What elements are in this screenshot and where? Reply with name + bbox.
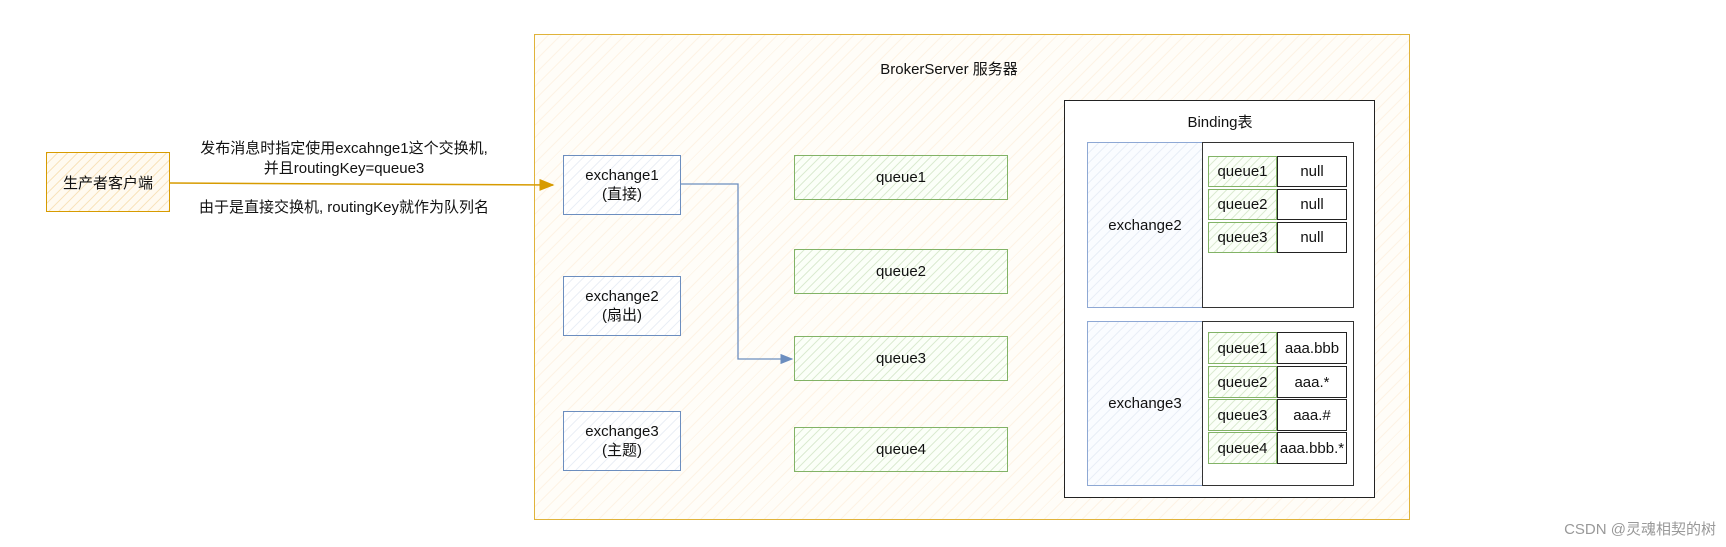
- exchange1-type: (直接): [602, 186, 642, 203]
- binding-cell-text: null: [1300, 196, 1324, 213]
- producer-label: 生产者客户端: [62, 174, 153, 192]
- annotation-line-2: 并且routingKey=queue3: [263, 159, 425, 177]
- binding-exchange3-row1-key: aaa.bbb: [1277, 332, 1347, 364]
- binding-cell-text: queue2: [1217, 196, 1268, 213]
- binding-exchange3-row3-queue: queue3: [1208, 399, 1277, 431]
- binding-cell-text: aaa.#: [1293, 406, 1331, 424]
- queue2-label: queue2: [875, 263, 927, 280]
- binding-cell-text: queue3: [1217, 406, 1268, 424]
- binding-table-title: Binding表: [1187, 113, 1253, 131]
- binding-exchange2-row1-key: null: [1277, 156, 1347, 187]
- annotation-line-3: 由于是直接交换机, routingKey就作为队列名: [198, 198, 490, 216]
- queue3-box: queue3: [794, 336, 1008, 381]
- producer-client-box: 生产者客户端: [46, 152, 170, 212]
- binding-cell-text: aaa.bbb.*: [1279, 439, 1345, 457]
- queue4-label: queue4: [875, 441, 927, 458]
- producer-to-exchange1-arrow: [169, 178, 555, 191]
- exchange1-box: exchange1 (直接): [563, 155, 681, 215]
- binding-exchange3-row3-key: aaa.#: [1277, 399, 1347, 431]
- binding-group-exchange3-name: exchange3: [1108, 395, 1182, 412]
- exchange3-type: (主题): [602, 442, 642, 459]
- binding-cell-text: queue1: [1217, 163, 1268, 180]
- binding-exchange2-row3-queue: queue3: [1208, 222, 1277, 253]
- exchange2-box: exchange2 (扇出): [563, 276, 681, 336]
- exchange1-to-queue3-arrow: [680, 183, 794, 365]
- binding-exchange3-row4-queue: queue4: [1208, 432, 1277, 464]
- binding-cell-text: null: [1300, 229, 1324, 246]
- exchange1-name: exchange1: [585, 167, 659, 184]
- binding-cell-text: aaa.*: [1294, 373, 1330, 391]
- binding-cell-text: queue3: [1217, 229, 1268, 246]
- binding-cell-text: null: [1300, 163, 1324, 180]
- exchange3-box: exchange3 (主题): [563, 411, 681, 471]
- queue2-box: queue2: [794, 249, 1008, 294]
- exchange3-name: exchange3: [585, 423, 659, 440]
- binding-exchange2-row3-key: null: [1277, 222, 1347, 253]
- server-title: BrokerServer 服务器: [880, 60, 1018, 78]
- queue3-label: queue3: [875, 350, 927, 367]
- exchange2-name: exchange2: [585, 288, 659, 305]
- queue1-label: queue1: [875, 169, 927, 186]
- binding-cell-text: queue1: [1217, 339, 1268, 357]
- binding-cell-text: aaa.bbb: [1284, 339, 1340, 357]
- queue1-box: queue1: [794, 155, 1008, 200]
- binding-exchange3-row1-queue: queue1: [1208, 332, 1277, 364]
- binding-group-exchange3-label-box: exchange3: [1087, 321, 1203, 486]
- binding-cell-text: queue2: [1217, 373, 1268, 391]
- queue4-box: queue4: [794, 427, 1008, 472]
- binding-exchange2-row2-queue: queue2: [1208, 189, 1277, 220]
- binding-group-exchange2-name: exchange2: [1108, 216, 1182, 234]
- binding-exchange3-row2-queue: queue2: [1208, 366, 1277, 398]
- binding-exchange3-row2-key: aaa.*: [1277, 366, 1347, 398]
- watermark: CSDN @灵魂相契的树: [1564, 521, 1716, 538]
- binding-cell-text: queue4: [1217, 439, 1268, 457]
- binding-exchange2-row1-queue: queue1: [1208, 156, 1277, 187]
- binding-exchange2-row2-key: null: [1277, 189, 1347, 220]
- binding-group-exchange2-label-box: exchange2: [1087, 142, 1203, 308]
- annotation-line-1: 发布消息时指定使用excahnge1这个交换机,: [200, 139, 488, 157]
- binding-exchange3-row4-key: aaa.bbb.*: [1277, 432, 1347, 464]
- exchange2-type: (扇出): [602, 307, 642, 324]
